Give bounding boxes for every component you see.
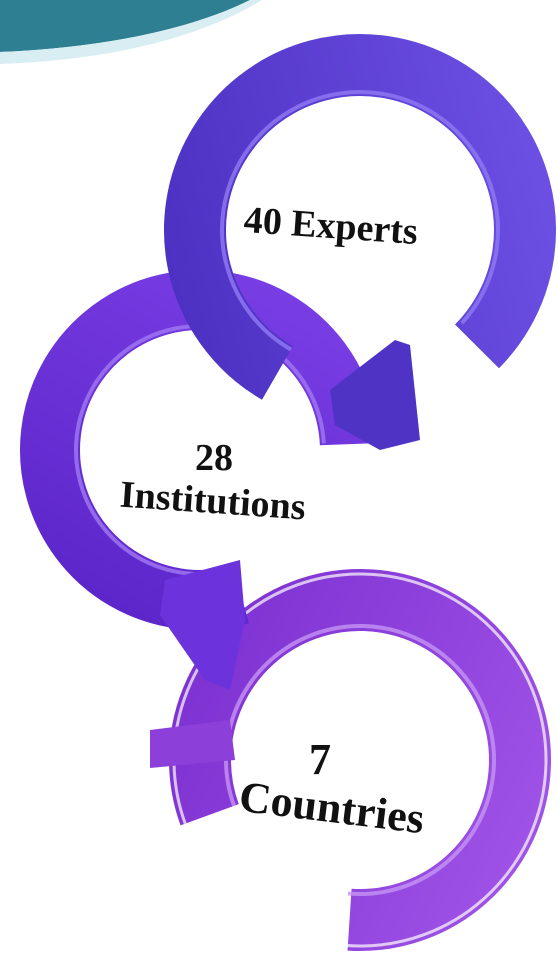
- institutions-number: 28: [195, 437, 233, 479]
- institutions-label: Institutions: [119, 474, 307, 529]
- experts-arrow-ring: [164, 34, 556, 450]
- countries-number: 7: [309, 735, 331, 784]
- countries-label: Countries: [237, 772, 427, 843]
- header-wave: [0, 0, 250, 52]
- countries-arrow-ring: [150, 568, 551, 951]
- experts-label: 40 Experts: [243, 199, 420, 253]
- header-wave-highlight: [0, 0, 262, 64]
